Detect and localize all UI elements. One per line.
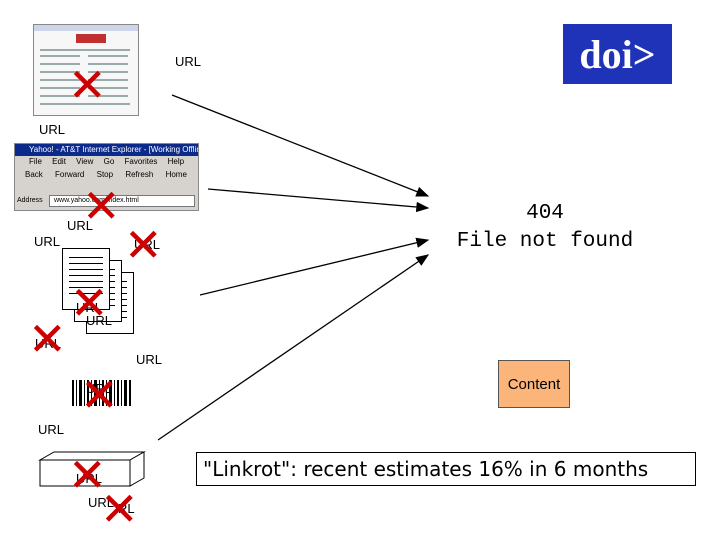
url-label: URL <box>88 495 115 510</box>
content-note: Content <box>498 360 570 408</box>
error-code: 404 <box>526 202 564 225</box>
menu-edit: Edit <box>52 157 66 166</box>
document-icon <box>62 248 110 310</box>
doi-logo: doi> <box>563 24 672 84</box>
url-label: URL <box>86 381 113 396</box>
menu-favorites: Favorites <box>124 157 158 166</box>
url-label: URL <box>175 54 202 69</box>
url-label: URL <box>35 336 62 351</box>
browser-toolbar: Back Forward Stop Refresh Home <box>25 170 197 179</box>
cross-icon: ✕ <box>82 179 121 233</box>
error-text: File not found <box>456 230 634 253</box>
cross-icon: ✕ <box>68 58 107 112</box>
url-label-partial: RL <box>118 501 135 516</box>
url-label: URL <box>67 218 94 233</box>
arrow-2 <box>207 188 430 213</box>
url-label: URL <box>39 122 66 137</box>
url-label: URL <box>134 237 161 252</box>
cross-icon: ✕ <box>124 218 163 272</box>
cross-icon: ✕ <box>70 276 109 330</box>
yahoo-logo <box>76 34 106 43</box>
url-label: URL <box>34 234 61 249</box>
address-label: Address <box>17 197 43 204</box>
url-label: URL <box>38 422 65 437</box>
forward-button: Forward <box>55 170 85 179</box>
browser-title: Yahoo! - AT&T Internet Explorer - [Worki… <box>15 144 198 156</box>
refresh-button: Refresh <box>125 170 154 179</box>
menu-go: Go <box>103 157 115 166</box>
arrow-3 <box>199 237 430 296</box>
browser-window: Yahoo! - AT&T Internet Explorer - [Worki… <box>14 143 199 211</box>
error-message: 404 File not found <box>440 200 650 256</box>
stop-button: Stop <box>96 170 114 179</box>
arrow-1 <box>171 94 430 197</box>
menu-view: View <box>76 157 94 166</box>
address-field: www.yahoo.com/index.html <box>49 195 195 207</box>
url-label: URL <box>136 352 163 367</box>
menu-help: Help <box>167 157 185 166</box>
cross-icon: ✕ <box>100 482 139 536</box>
linkrot-caption: "Linkrot": recent estimates 16% in 6 mon… <box>196 452 696 486</box>
cross-icon: ✕ <box>68 448 107 502</box>
browser-menu: File Edit View Go Favorites Help <box>29 157 192 166</box>
cross-icon: ✕ <box>80 368 119 422</box>
webpage-thumbnail <box>33 24 139 116</box>
url-label: URL <box>76 471 103 486</box>
url-label: URL <box>76 300 103 315</box>
cross-icon: ✕ <box>28 312 67 366</box>
barcode-icon <box>72 380 132 410</box>
home-button: Home <box>165 170 187 179</box>
back-button: Back <box>25 170 43 179</box>
package-box-icon <box>38 451 146 487</box>
url-label: URL <box>86 313 113 328</box>
menu-file: File <box>29 157 42 166</box>
arrow-4 <box>157 254 430 441</box>
